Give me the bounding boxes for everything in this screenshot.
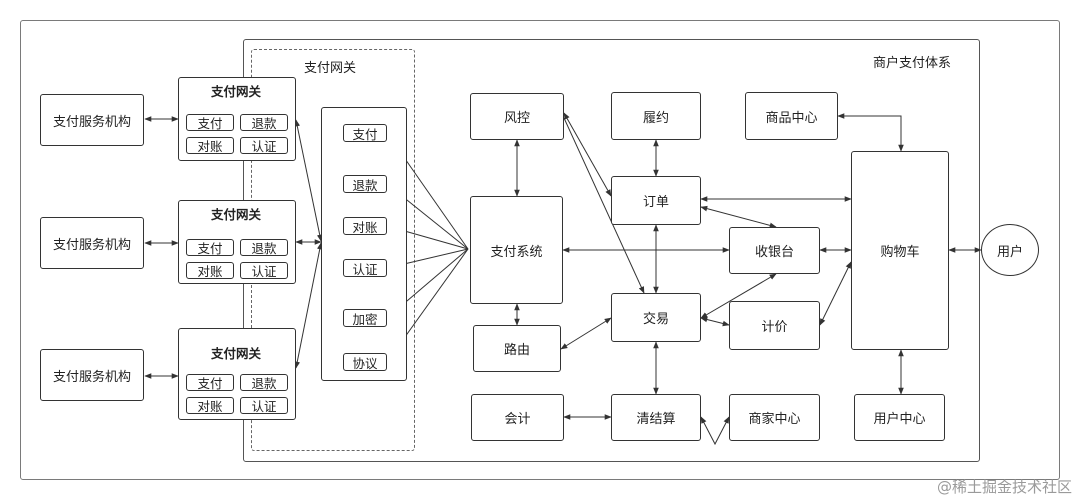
cart-node: 购物车: [851, 151, 949, 350]
function-protocol: 协议: [343, 353, 387, 371]
function-refund: 退款: [343, 175, 387, 193]
order-node: 订单: [611, 176, 701, 225]
user-node: 用户: [981, 224, 1039, 276]
payment-system-node: 支付系统: [470, 196, 563, 304]
payment-gateway-2-title: 支付网关: [211, 207, 262, 222]
payment-gateway-3-title: 支付网关: [211, 346, 262, 361]
function-auth: 认证: [343, 259, 387, 277]
gateway-3-chip-auth: 认证: [240, 397, 288, 414]
function-pay: 支付: [343, 124, 387, 142]
gateway-1-chip-reconcile: 对账: [186, 137, 234, 154]
gateway-3-chip-reconcile: 对账: [186, 397, 234, 414]
routing-node: 路由: [473, 325, 561, 372]
gateway-3-chip-pay: 支付: [186, 374, 234, 391]
fulfillment-node: 履约: [611, 92, 701, 140]
clearing-node: 清结算: [611, 394, 701, 441]
pricing-node: 计价: [729, 301, 820, 350]
merchant-center-node: 商家中心: [729, 394, 820, 441]
function-encrypt: 加密: [343, 309, 387, 327]
payment-gateway-1-title: 支付网关: [211, 84, 262, 99]
product-center-node: 商品中心: [745, 92, 838, 140]
gateway-2-chip-reconcile: 对账: [186, 262, 234, 279]
user-center-node: 用户中心: [854, 394, 945, 441]
outer-frame: [20, 20, 1060, 480]
trade-node: 交易: [611, 293, 701, 342]
watermark-text: @稀土掘金技术社区: [936, 478, 1072, 496]
payment-institution-1: 支付服务机构: [40, 94, 144, 146]
gateway-1-chip-pay: 支付: [186, 114, 234, 131]
gateway-2-chip-refund: 退款: [240, 239, 288, 256]
gateway-3-chip-refund: 退款: [240, 374, 288, 391]
accounting-node: 会计: [471, 394, 564, 441]
gateway-1-chip-refund: 退款: [240, 114, 288, 131]
gateway-1-chip-auth: 认证: [240, 137, 288, 154]
gateway-2-chip-pay: 支付: [186, 239, 234, 256]
gateway-2-chip-auth: 认证: [240, 262, 288, 279]
cashier-node: 收银台: [729, 227, 820, 274]
gateway-function-column: [321, 107, 407, 381]
payment-institution-2: 支付服务机构: [40, 217, 144, 269]
gateway-group-label: 支付网关: [304, 61, 357, 76]
risk-control-node: 风控: [470, 93, 564, 140]
payment-institution-3: 支付服务机构: [40, 349, 144, 401]
function-reconcile: 对账: [343, 217, 387, 235]
merchant-payment-system-label: 商户支付体系: [873, 56, 952, 71]
